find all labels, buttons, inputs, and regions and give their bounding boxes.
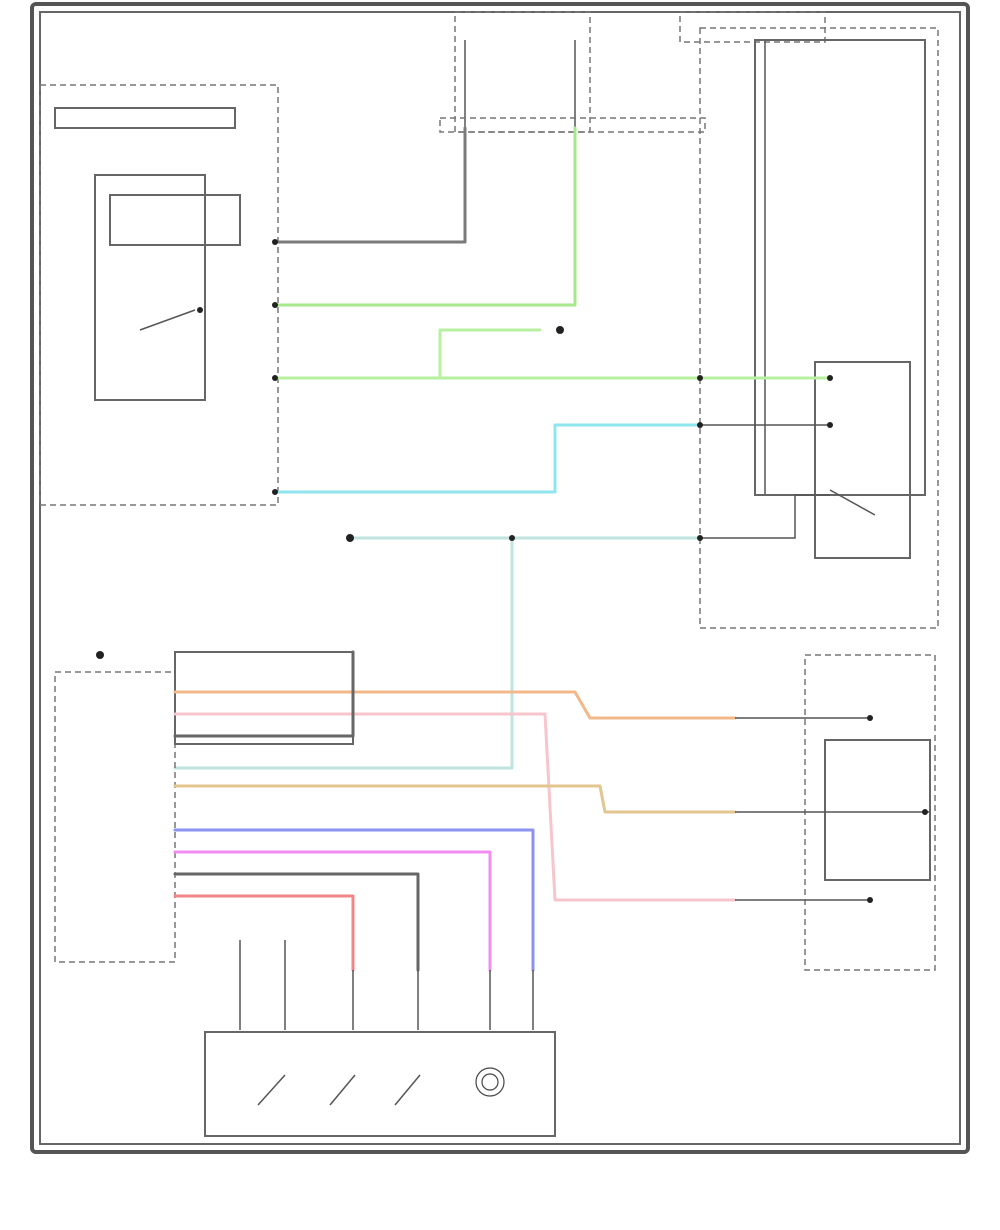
sensor-stubs	[239, 940, 534, 1030]
wire-green-center	[273, 328, 542, 380]
wire-dark-loop	[173, 650, 355, 738]
wire-orange	[173, 690, 737, 720]
relay-switch	[700, 375, 876, 539]
inner-frame	[39, 11, 961, 1145]
left-module	[39, 84, 279, 506]
outer-frame	[30, 2, 970, 1154]
relay-inner	[814, 361, 911, 559]
wire-red	[173, 894, 355, 972]
fuse-box-right	[679, 11, 826, 43]
wire-magenta	[173, 850, 492, 972]
fuse-box-left	[454, 11, 591, 133]
right-enclosure	[699, 27, 939, 629]
sensor-box	[204, 1031, 556, 1137]
wire-gray	[173, 872, 420, 972]
wire-blue	[173, 828, 535, 972]
wire-tan	[173, 784, 737, 814]
wire-pink	[173, 712, 737, 902]
wire-cyan	[273, 423, 702, 494]
connector-nodes	[272, 239, 703, 541]
controller-module	[54, 651, 354, 963]
wire-green-switch	[273, 126, 577, 307]
accessory-relay-box	[754, 39, 926, 496]
wire-teal-down	[173, 536, 514, 770]
right-sensor	[735, 654, 936, 971]
wire-fuse-left	[273, 126, 467, 244]
fuse-feeds	[439, 40, 766, 495]
